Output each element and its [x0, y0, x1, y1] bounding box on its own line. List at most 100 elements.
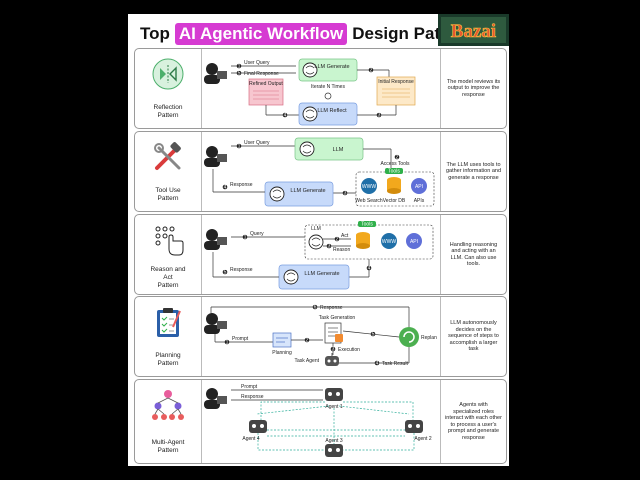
tool-generate-label: LLM Generate — [290, 188, 325, 194]
dots-hand-icon — [155, 226, 184, 256]
multi-response-label: Response — [241, 394, 264, 400]
plan-step-3: 3 — [332, 347, 335, 353]
react-label-line3: Pattern — [157, 282, 179, 289]
react-www-glyph: WWW — [382, 239, 396, 245]
reflection-label-line1: Reflection — [153, 104, 183, 111]
plan-step-1: 1 — [226, 340, 229, 346]
title-prefix: Top — [140, 24, 170, 43]
reflection-description: The model reviews its output to improve … — [440, 49, 506, 128]
refined-output-doc — [248, 78, 284, 106]
www-glyph: WWW — [362, 184, 376, 190]
database-icon — [356, 232, 370, 249]
brain-icon — [302, 62, 318, 78]
plan-step-4: 4 — [376, 361, 379, 367]
react-api-glyph: API — [410, 239, 418, 245]
brain-icon — [308, 234, 324, 250]
react-step-4: 4 — [368, 266, 371, 272]
api-glyph: API — [415, 184, 423, 190]
reflection-final-response-label: Final Response — [244, 71, 279, 77]
web-search-label: Web Search — [355, 198, 383, 204]
tool-step-2: 2 — [396, 155, 399, 161]
replan-label: Replan — [421, 335, 437, 341]
initial-response-label: Initial Response — [378, 79, 414, 85]
agent-connections — [256, 401, 415, 451]
tool-use-diagram: 1 User Query LLM 2 Access Tools Tools WW… — [201, 132, 438, 211]
plan-step-2: 2 — [306, 338, 309, 344]
tools-badge-label: Tools — [388, 169, 400, 175]
tool-step-3: 3 — [344, 191, 347, 197]
clipboard-checklist-icon — [157, 308, 181, 337]
react-reason-label: Reason — [333, 247, 350, 253]
react-step-2: 2 — [336, 237, 339, 243]
plan-prompt-label: Prompt — [232, 336, 249, 342]
react-description: Handling reasoning and acting with an LL… — [440, 215, 506, 294]
react-response-label: Response — [230, 267, 253, 273]
execution-label: Execution — [338, 347, 360, 353]
planning-label-line2: Pattern — [157, 360, 179, 367]
react-generate-label: LLM Generate — [304, 271, 339, 277]
agent-3-robot-icon — [325, 444, 343, 457]
planning-label: Planning — [272, 350, 292, 356]
user-avatar-icon — [204, 313, 227, 334]
user-avatar-icon — [204, 146, 227, 167]
react-query-label: Query — [250, 231, 264, 237]
plan-step-5: 5 — [372, 332, 375, 338]
task-generation-label-line: Task Generation — [319, 315, 356, 321]
agent-4-robot-icon — [249, 420, 267, 433]
iterate-label: Iterate N Times — [311, 84, 345, 90]
plan-step-6: 6 — [314, 305, 317, 311]
web-search-icon — [381, 233, 397, 249]
access-tools-label: Access Tools — [380, 161, 410, 167]
network-hierarchy-icon — [152, 390, 184, 420]
tool-llm-label: LLM — [333, 147, 344, 153]
user-avatar-icon — [204, 63, 227, 84]
brain-icon — [302, 106, 318, 122]
react-step-3: 3 — [328, 244, 331, 250]
brand-logo: Bazai — [438, 14, 509, 46]
brain-icon — [299, 141, 315, 157]
tools-badge — [358, 221, 376, 227]
multi-agent-description: Agents with specialized roles interact w… — [440, 380, 506, 463]
tool-use-label-line2: Pattern — [157, 195, 179, 202]
reflection-step-2: 2 — [370, 68, 373, 74]
reflection-reflect-label: LLM Reflect — [317, 108, 347, 114]
database-icon — [387, 177, 401, 194]
tool-use-label-line1: Tool Use — [155, 187, 181, 194]
multi-prompt-label: Prompt — [241, 384, 258, 390]
react-step-1: 1 — [244, 235, 247, 241]
title-highlight: AI Agentic Workflow — [174, 23, 348, 45]
refined-output-label: Refined Output — [249, 81, 283, 87]
user-avatar-icon — [204, 229, 227, 250]
reflection-step-1: 1 — [238, 64, 241, 70]
reflection-step-4: 4 — [284, 113, 287, 119]
planning-description: LLM autonomously decides on the sequence… — [440, 297, 506, 376]
web-search-icon — [361, 178, 377, 194]
llm-generate-box — [264, 181, 334, 207]
react-llm-label: LLM — [311, 226, 321, 232]
tools-badge — [385, 168, 403, 174]
reflection-icon — [152, 58, 184, 90]
brain-icon — [283, 269, 299, 285]
logo-text: Bazai — [451, 21, 496, 42]
reflection-generate-label: LLM Generate — [314, 64, 349, 70]
refresh-icon — [324, 92, 332, 100]
tool-response-label: Response — [230, 182, 253, 188]
api-icon — [411, 178, 427, 194]
reflection-user-query-label: User Query — [244, 60, 270, 66]
react-step-5: 5 — [224, 270, 227, 276]
agent-1-label: Agent 1 — [325, 404, 342, 410]
planning-diagram: 6 Response 1 Prompt Planning 2 Task Gene… — [201, 297, 438, 376]
reflection-step-3: 3 — [378, 113, 381, 119]
task-result-label: Task Result — [382, 361, 408, 367]
react-act-label: Act — [341, 233, 349, 239]
multi-agent-label-line1: Multi-Agent — [151, 439, 185, 446]
reflection-step-5: 5 — [238, 71, 241, 77]
planning-label-line1: Planning — [155, 352, 181, 359]
task-list-icon — [324, 322, 343, 344]
